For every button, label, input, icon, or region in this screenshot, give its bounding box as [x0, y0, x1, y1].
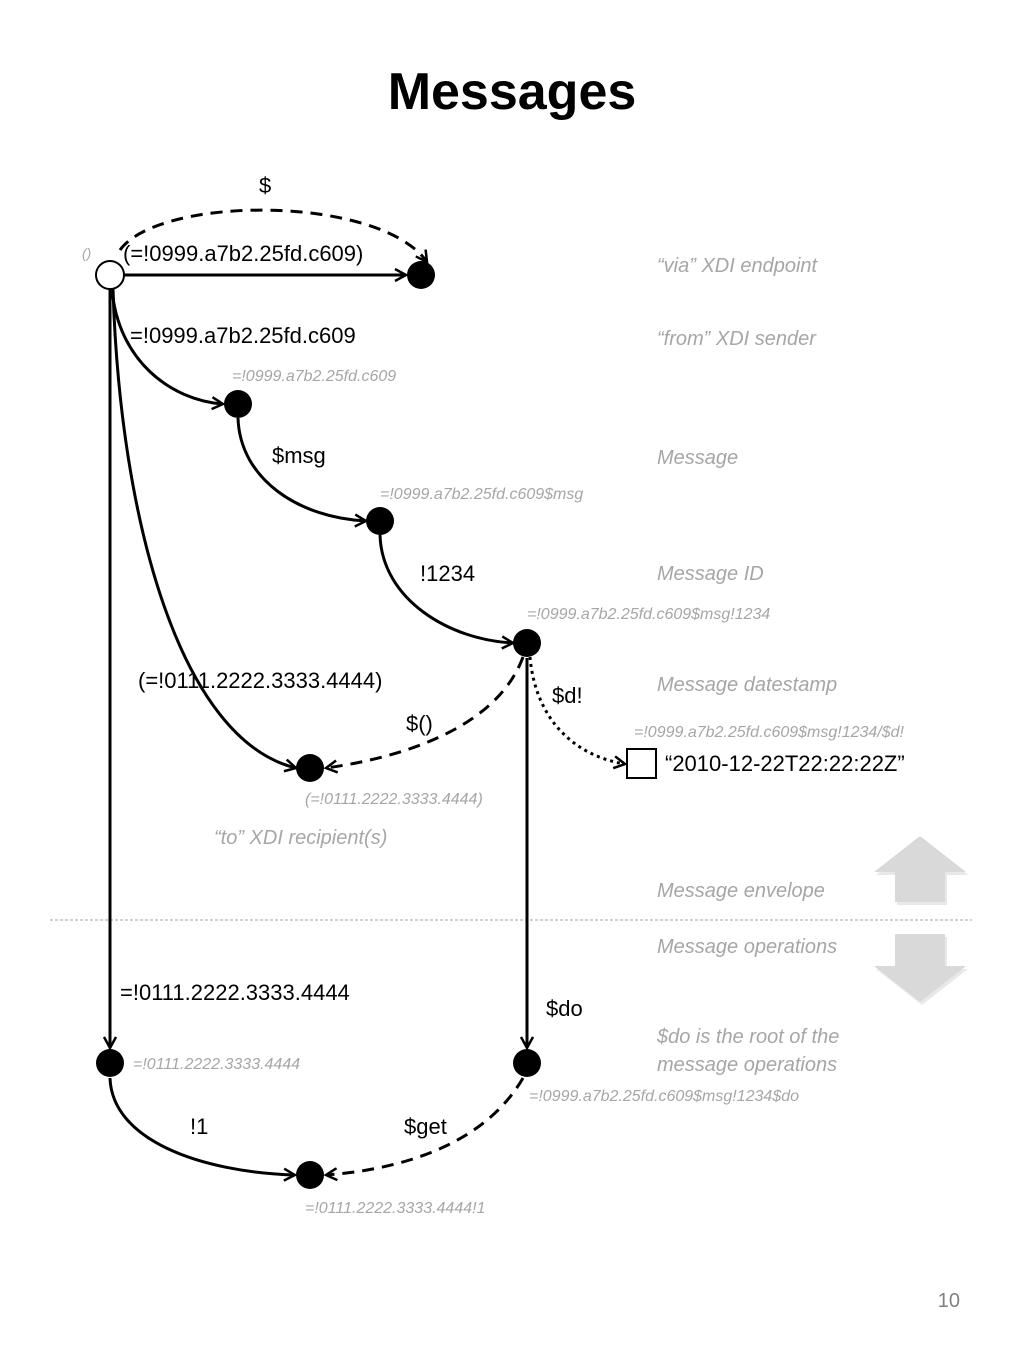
arc-label-do: $do: [546, 996, 583, 1021]
note-message: Message: [657, 447, 738, 469]
note-do-root-line2: message operations: [657, 1054, 837, 1076]
node-label-msg: =!0999.a7b2.25fd.c609$msg: [380, 486, 583, 503]
page-number: 10: [937, 1290, 960, 1312]
edge-to-context: [111, 288, 296, 768]
arrow-up-icon: [874, 836, 968, 905]
note-via: “via” XDI endpoint: [657, 255, 819, 277]
edge-one: [108, 1077, 295, 1175]
arc-label-one: !1: [190, 1114, 208, 1139]
note-datestamp: Message datestamp: [657, 674, 837, 696]
arc-label-recipient: =!0111.2222.3333.4444: [120, 980, 350, 1005]
via-node: [407, 261, 435, 289]
edge-from: [110, 288, 223, 404]
node-label-op: =!0111.2222.3333.4444!1: [305, 1200, 485, 1217]
literal-value: “2010-12-22T22:22:22Z”: [665, 751, 905, 776]
node-label-literal: =!0999.a7b2.25fd.c609$msg!1234/$d!: [634, 724, 905, 741]
root-node: [95, 260, 125, 290]
edge-dollar-paren: [326, 656, 525, 768]
msgid-node: [513, 629, 541, 657]
node-label-do: =!0999.a7b2.25fd.c609$msg!1234$do: [529, 1088, 799, 1105]
edge-id: [378, 534, 513, 643]
node-label-to: (=!0111.2222.3333.4444): [305, 791, 483, 808]
arc-label-id: !1234: [420, 561, 475, 586]
node-label-recipient: =!0111.2222.3333.4444: [133, 1056, 300, 1073]
arc-label-datestamp: $d!: [552, 683, 583, 708]
arc-label-get: $get: [404, 1114, 447, 1139]
arc-label-via: (=!0999.a7b2.25fd.c609): [123, 241, 363, 266]
recipient-node: [96, 1049, 124, 1077]
arc-label-dollar: $: [259, 173, 271, 198]
edge-get: [326, 1077, 525, 1175]
note-from: “from” XDI sender: [657, 328, 817, 350]
note-do-root-line1: $do is the root of the: [656, 1026, 839, 1048]
page-title: Messages: [387, 63, 637, 121]
arc-label-from: =!0999.a7b2.25fd.c609: [130, 323, 356, 348]
node-label-from: =!0999.a7b2.25fd.c609: [232, 368, 396, 385]
arrow-down-icon: [874, 934, 968, 1005]
from-node: [224, 390, 252, 418]
edge-datestamp: [528, 656, 625, 764]
op-node: [296, 1161, 324, 1189]
edge-dollar: [118, 208, 427, 262]
literal-node: [626, 748, 657, 779]
node-label-msgid: =!0999.a7b2.25fd.c609$msg!1234: [527, 606, 770, 623]
note-to: “to” XDI recipient(s): [214, 827, 387, 849]
to-node: [296, 754, 324, 782]
note-operations: Message operations: [657, 936, 837, 958]
arc-label-msg: $msg: [272, 443, 326, 468]
edge-msg: [236, 417, 366, 521]
do-node: [513, 1049, 541, 1077]
arc-label-to-context: (=!0111.2222.3333.4444): [138, 668, 382, 693]
note-message-id: Message ID: [657, 563, 764, 585]
note-envelope: Message envelope: [657, 880, 825, 902]
msg-node: [366, 507, 394, 535]
node-label-root: (): [82, 245, 91, 261]
arc-label-dollar-paren: $(): [406, 711, 433, 736]
